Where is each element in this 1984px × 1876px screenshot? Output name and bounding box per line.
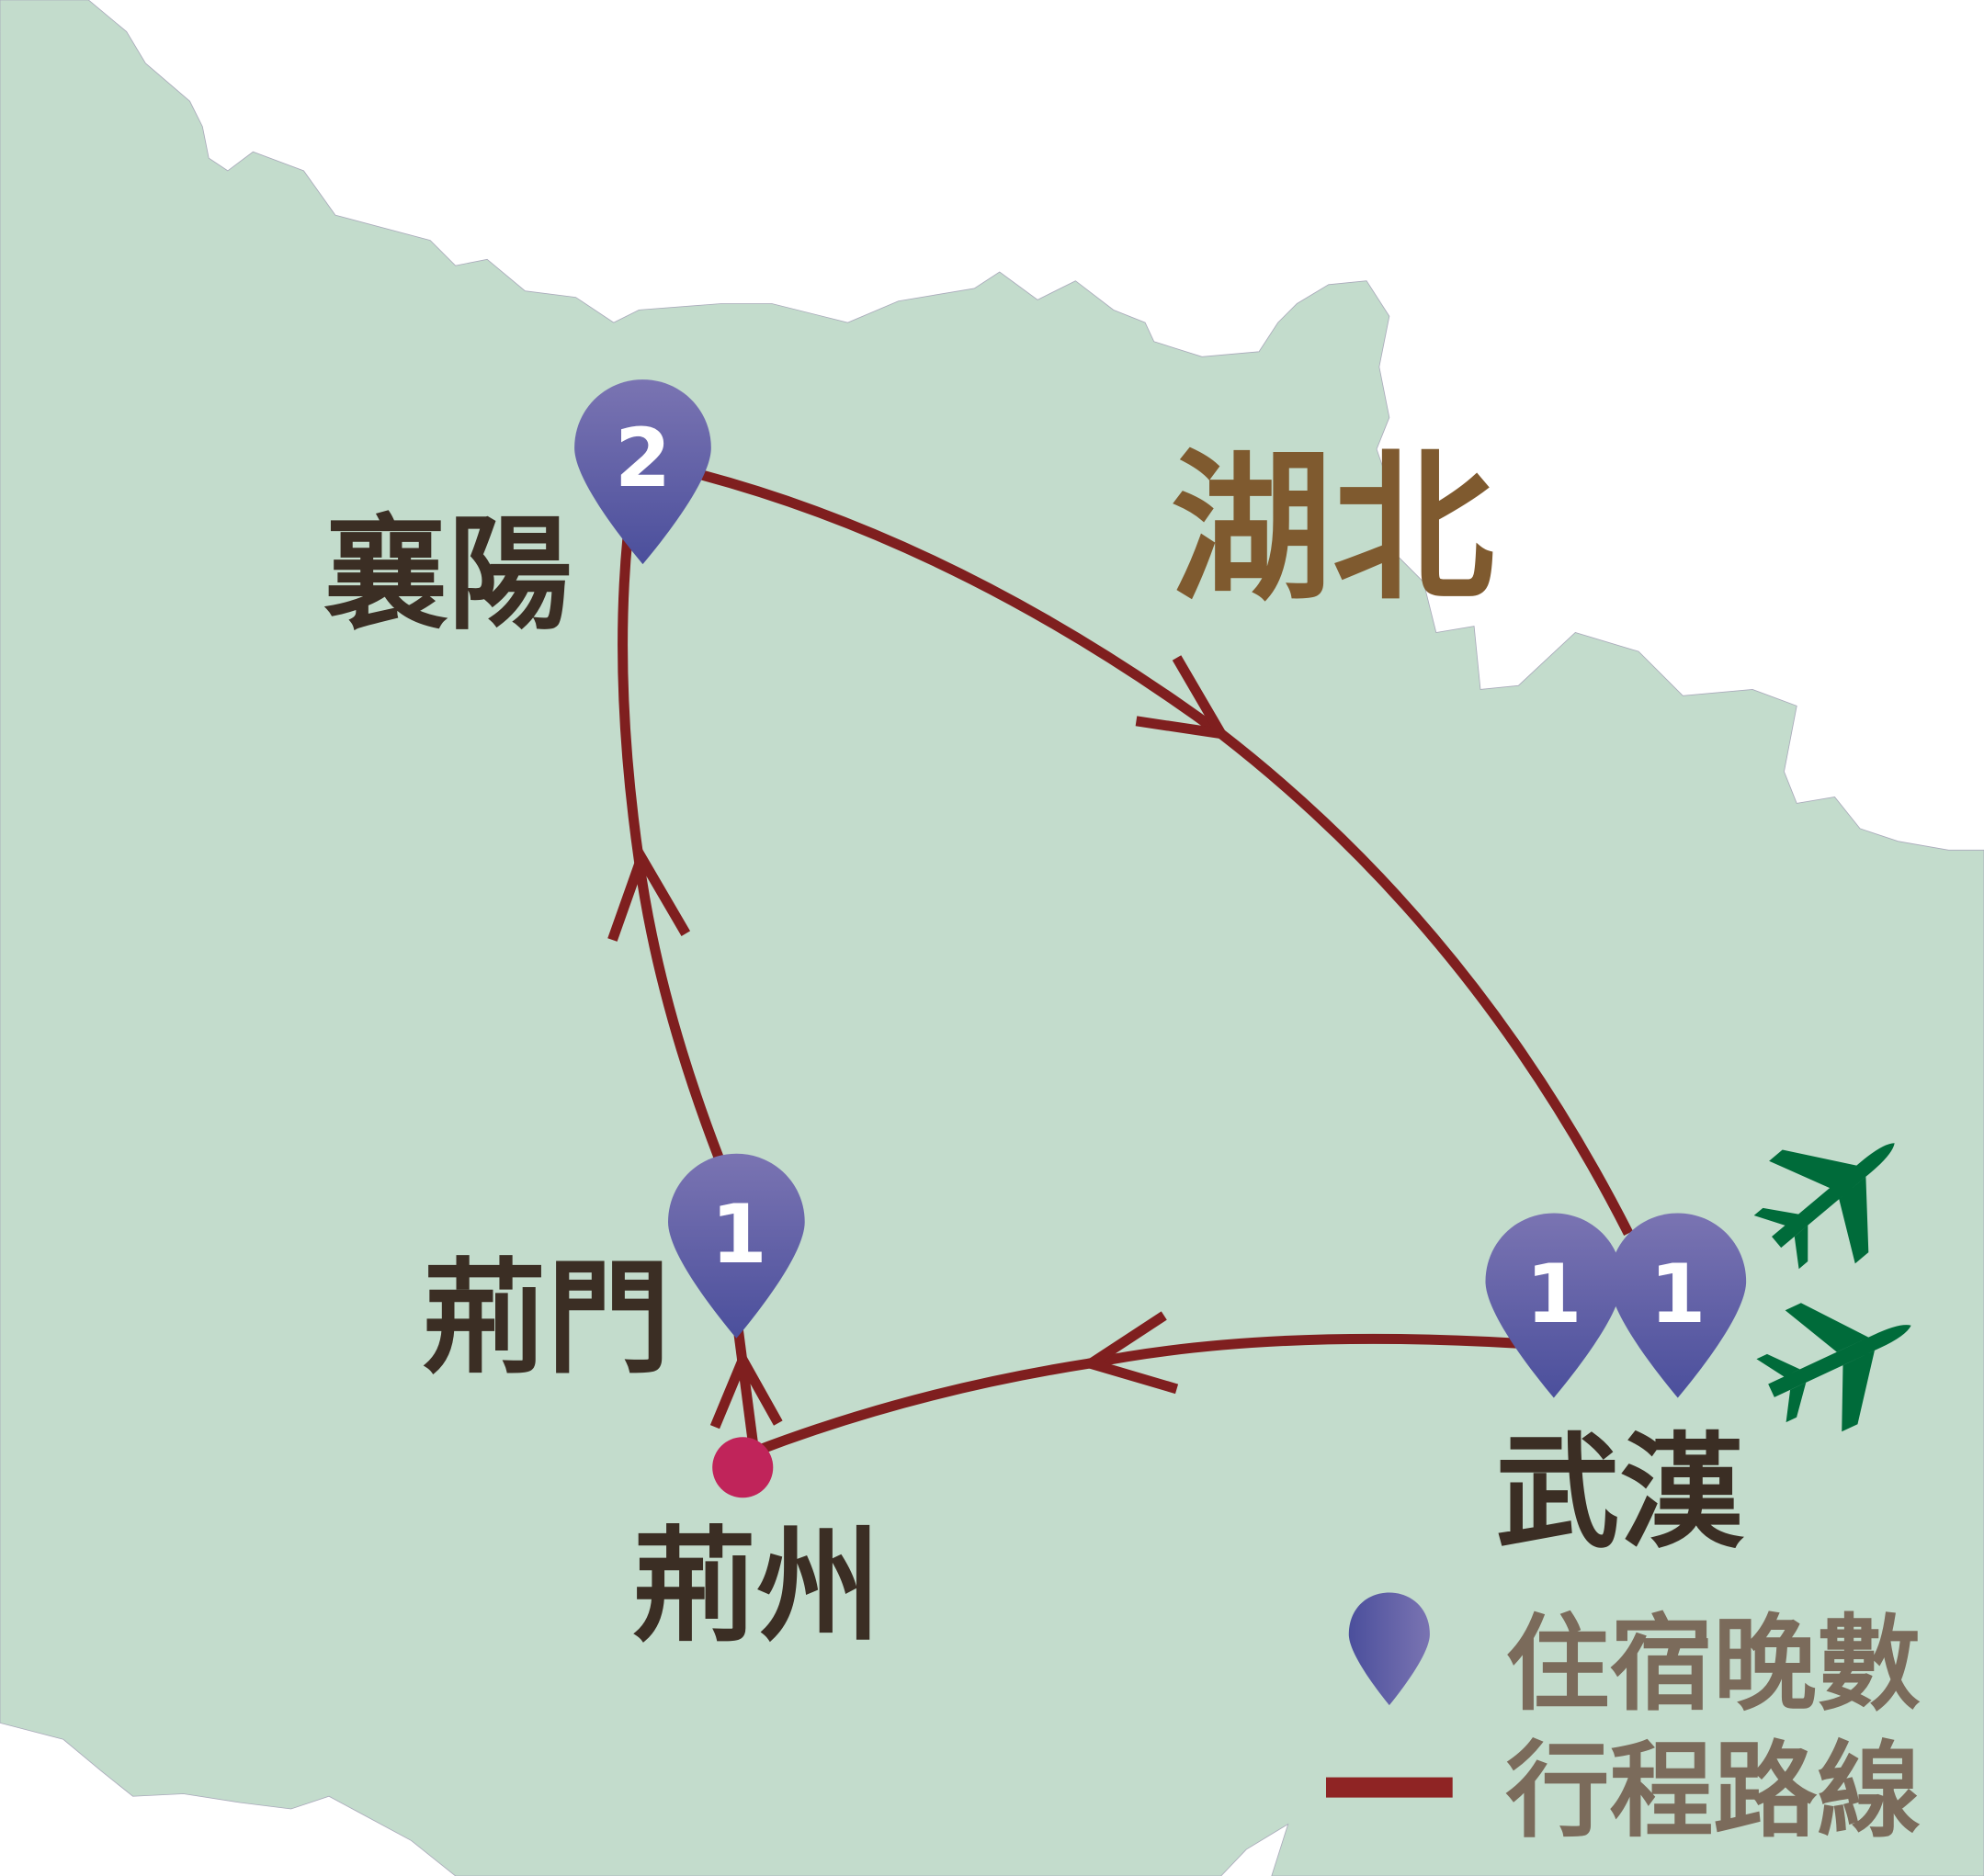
route-arrow <box>1078 1311 1179 1395</box>
route-arrow <box>1135 655 1231 740</box>
legend: 住宿晚數 行程路線 <box>1326 1592 1922 1851</box>
map-pin-icon[interactable]: 1 <box>1485 1213 1623 1398</box>
province-label: 湖北 <box>1171 434 1494 623</box>
map-pin-icon[interactable]: 1 <box>668 1153 805 1339</box>
legend-route-swatch <box>1326 1777 1453 1798</box>
nights-count: 1 <box>710 1187 766 1282</box>
nights-count: 1 <box>1650 1247 1706 1341</box>
nights-count: 2 <box>615 411 671 505</box>
legend-pin-label: 住宿晚數 <box>1506 1604 1922 1725</box>
route-arrow <box>709 1348 783 1430</box>
city-label-xiangyang: 襄陽 <box>323 503 572 647</box>
start-point-dot <box>712 1437 774 1498</box>
route-jingmen-to-xiangyang <box>607 537 724 1159</box>
route-arrow <box>607 845 691 942</box>
legend-pin-icon <box>1348 1592 1430 1706</box>
legend-route-label: 行程路線 <box>1506 1730 1922 1851</box>
route-jingzhou-to-jingmen <box>709 1315 783 1443</box>
city-label-jingzhou: 荊州 <box>632 1514 880 1658</box>
map-pin-icon[interactable]: 2 <box>574 379 711 565</box>
nights-count: 1 <box>1525 1247 1582 1341</box>
city-label-jingmen: 荊門 <box>423 1247 671 1391</box>
map-pin-icon[interactable]: 1 <box>1609 1213 1747 1398</box>
route-wuhan-to-jingzhou <box>751 1311 1519 1457</box>
city-label-wuhan: 武漢 <box>1496 1421 1745 1565</box>
route-xiangyang-to-wuhan <box>698 469 1633 1237</box>
